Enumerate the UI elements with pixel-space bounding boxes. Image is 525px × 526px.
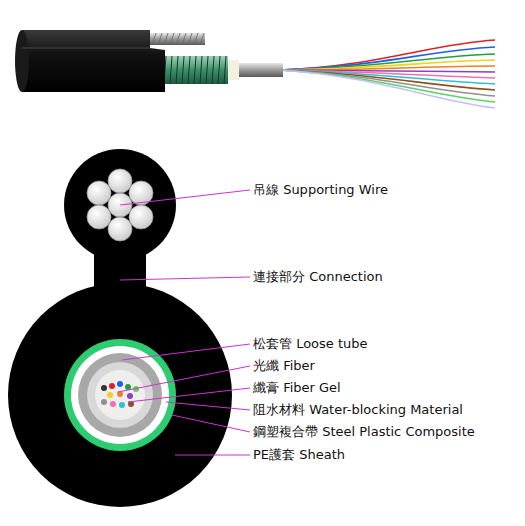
part-label: 阻水材料 Water-blocking Material — [253, 402, 463, 418]
steel-plastic-tape — [160, 56, 228, 84]
loose-tube — [235, 63, 283, 77]
supporting-wire — [150, 33, 205, 45]
part-label: 吊線 Supporting Wire — [253, 182, 388, 198]
pe-jacket — [22, 30, 165, 92]
part-label: 連接部分 Connection — [253, 269, 383, 285]
corrugation — [164, 56, 226, 84]
strand-lines — [152, 33, 204, 45]
part-label: 光纖 Fiber — [253, 358, 315, 374]
part-label: 松套管 Loose tube — [253, 336, 368, 352]
jacket-seam — [22, 48, 150, 49]
cross-section — [8, 149, 232, 507]
part-label: PE護套 Sheath — [253, 447, 345, 463]
jacket-end — [15, 30, 29, 92]
part-label: 鋼塑複合帶 Steel Plastic Composite — [253, 424, 475, 440]
leader-lines — [118, 190, 250, 455]
part-label: 纖膏 Fiber Gel — [253, 380, 341, 396]
fiber-fan — [280, 40, 495, 108]
